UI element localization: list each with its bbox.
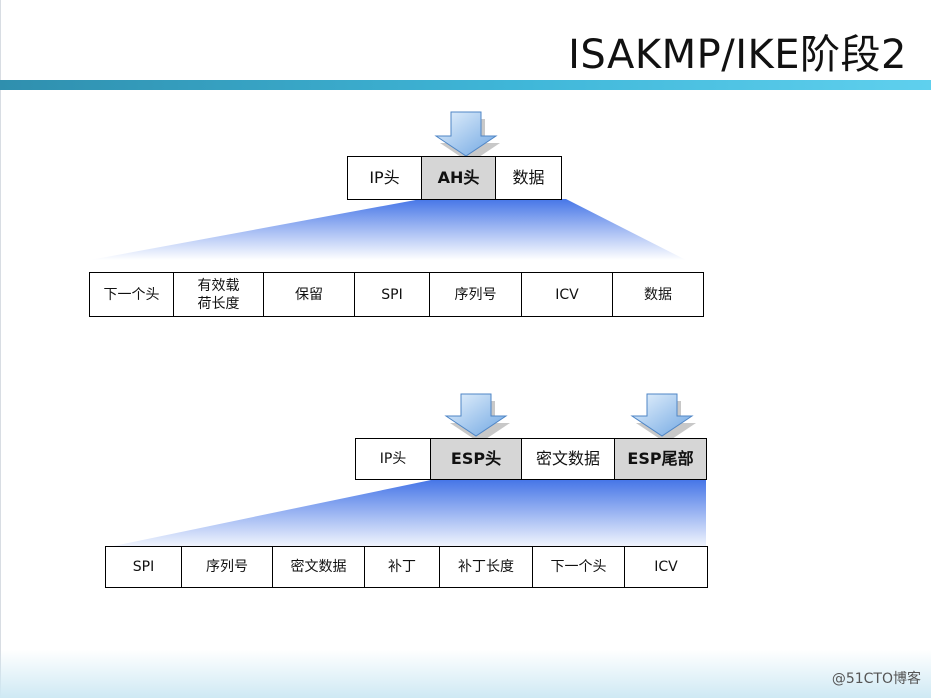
esp-field-icv: ICV [624,546,708,588]
title-underline-bar [0,80,931,90]
down-arrow-icon [434,111,500,163]
ah-packet: IP头 AH头 数据 [347,156,562,200]
ah-data-cell: 数据 [495,156,562,200]
esp-expansion-fan [104,480,706,548]
ah-field-reserved: 保留 [263,272,355,317]
footer-gradient [0,650,931,698]
esp-field-padding: 补丁 [364,546,440,588]
ah-header-cell: AH头 [421,156,496,200]
ah-field-sequence: 序列号 [429,272,522,317]
esp-field-sequence: 序列号 [181,546,273,588]
esp-fields: SPI 序列号 密文数据 补丁 补丁长度 下一个头 ICV [105,546,708,588]
esp-header-cell: ESP头 [430,438,522,480]
ah-header-fields: 下一个头 有效载 荷长度 保留 SPI 序列号 ICV 数据 [89,272,704,317]
ah-field-icv: ICV [521,272,613,317]
esp-field-padding-length: 补丁长度 [439,546,533,588]
down-arrow-icon [630,393,696,443]
ah-expansion-fan [90,199,686,260]
esp-ciphertext-cell: 密文数据 [521,438,615,480]
esp-ip-header-cell: IP头 [355,438,431,480]
esp-field-next-header: 下一个头 [532,546,625,588]
watermark-text: @51CTO博客 [831,671,921,687]
ah-field-data: 数据 [612,272,704,317]
ah-field-payload-length: 有效载 荷长度 [173,272,264,317]
esp-field-ciphertext: 密文数据 [272,546,365,588]
esp-field-spi: SPI [105,546,182,588]
esp-trailer-cell: ESP尾部 [614,438,707,480]
ah-field-next-header: 下一个头 [89,272,174,317]
ah-ip-header-cell: IP头 [347,156,422,200]
ah-field-spi: SPI [354,272,430,317]
left-border [0,0,1,698]
down-arrow-icon [444,393,510,443]
page-title: ISAKMP/IKE阶段2 [568,32,907,78]
esp-packet: IP头 ESP头 密文数据 ESP尾部 [355,438,707,480]
